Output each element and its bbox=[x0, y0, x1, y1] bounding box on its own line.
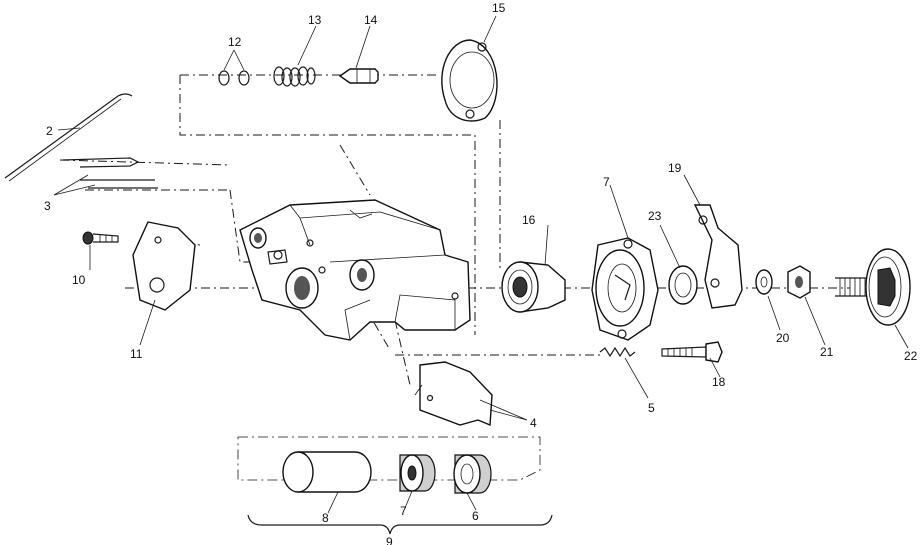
callout-16: 16 bbox=[522, 213, 536, 227]
part-14-plunger bbox=[338, 68, 379, 84]
part-7-seal bbox=[399, 454, 436, 492]
part-22-adjuster-knob bbox=[835, 248, 911, 326]
callout-8: 8 bbox=[322, 511, 329, 525]
callout-20: 20 bbox=[776, 331, 790, 345]
part-5-clip bbox=[599, 346, 636, 358]
callout-23: 23 bbox=[648, 209, 662, 223]
callout-7-lower: 7 bbox=[400, 504, 407, 518]
callout-4: 4 bbox=[530, 416, 537, 430]
part-23-bushing bbox=[668, 265, 698, 305]
callout-12: 12 bbox=[228, 35, 242, 49]
lower-kit-panel bbox=[237, 436, 541, 481]
callout-2: 2 bbox=[46, 124, 53, 138]
callout-13: 13 bbox=[308, 13, 322, 27]
callout-labels: 2 3 4 5 6 7 7 8 9 10 11 12 13 14 15 16 1… bbox=[44, 1, 918, 545]
callout-6: 6 bbox=[472, 509, 479, 523]
part-20-washer bbox=[755, 269, 773, 295]
part-10-screw bbox=[82, 231, 119, 245]
part-11-cover-plate bbox=[132, 221, 196, 311]
part-16-piston bbox=[501, 261, 566, 313]
kit-brace bbox=[247, 514, 553, 535]
leader-lines bbox=[53, 15, 909, 514]
callout-11: 11 bbox=[130, 347, 143, 361]
callout-18: 18 bbox=[712, 375, 726, 389]
callout-10: 10 bbox=[72, 273, 86, 287]
part-2-rod bbox=[4, 93, 133, 182]
callout-19: 19 bbox=[668, 161, 682, 175]
part-8-cylinder bbox=[282, 451, 372, 493]
callout-3: 3 bbox=[44, 199, 51, 213]
part-6-seal bbox=[453, 454, 492, 494]
callout-21: 21 bbox=[820, 345, 834, 359]
callout-9: 9 bbox=[386, 535, 393, 545]
part-19-lever-arm bbox=[693, 204, 743, 309]
part-13-spring bbox=[273, 66, 316, 87]
part-15-gasket bbox=[441, 39, 498, 122]
part-18-bolt bbox=[661, 341, 723, 363]
part-3-pins bbox=[62, 157, 158, 189]
part-4-brake-pads bbox=[414, 361, 493, 427]
callout-14: 14 bbox=[364, 13, 378, 27]
part-21-nut bbox=[787, 265, 811, 299]
callout-22: 22 bbox=[904, 349, 918, 363]
callout-5: 5 bbox=[648, 401, 655, 415]
assembly-centerlines bbox=[59, 74, 850, 386]
callout-15: 15 bbox=[492, 1, 506, 15]
part-7-cam-housing bbox=[591, 237, 659, 341]
part-12-o-rings bbox=[218, 70, 250, 86]
callout-7-upper: 7 bbox=[603, 175, 610, 189]
caliper-body bbox=[239, 199, 471, 341]
